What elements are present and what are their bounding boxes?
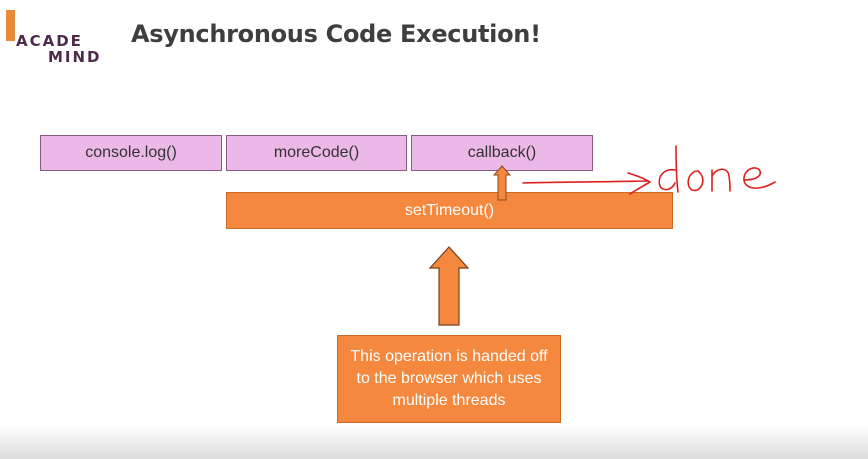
- logo-text-line1: ACADE: [16, 32, 83, 50]
- logo-bookmark-icon: [6, 10, 15, 41]
- set-timeout-box: setTimeout(): [226, 192, 673, 229]
- browser-note-box: This operation is handed off to the brow…: [337, 335, 561, 423]
- slide-bottom-shade: [0, 425, 868, 459]
- handoff-up-arrow-icon: [428, 246, 470, 326]
- stack-box-more-code: moreCode(): [226, 135, 407, 171]
- stack-box-console-log: console.log(): [40, 135, 222, 171]
- slide-title: Asynchronous Code Execution!: [131, 20, 541, 48]
- stack-box-callback: callback(): [411, 135, 593, 171]
- logo-text-line2: MIND: [48, 48, 102, 66]
- academind-logo: ACADE MIND: [6, 10, 106, 70]
- handdrawn-done-annotation: [658, 145, 776, 193]
- callback-up-arrow-icon: [492, 165, 512, 201]
- handdrawn-arrow: [522, 172, 651, 195]
